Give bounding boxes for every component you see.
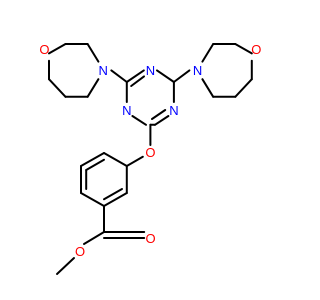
- benzene-bond: [80, 152, 105, 167]
- nitrogen-label-triazine-top: N: [146, 63, 155, 78]
- amine-bond: [110, 69, 128, 83]
- nitrogen-label-left-morpholine: N: [99, 63, 108, 78]
- morpholine-right-bond: [234, 43, 253, 55]
- benzene-bond: [103, 188, 123, 201]
- morpholine-left-bond: [48, 78, 67, 98]
- morpholine-right-bond: [201, 43, 215, 63]
- amine-bond: [172, 69, 191, 83]
- ester-bond: [83, 231, 105, 245]
- oxygen-label-ether: O: [145, 145, 155, 160]
- morpholine-left-bond: [86, 78, 100, 98]
- benzene-bond: [85, 158, 105, 171]
- triazine-bond: [154, 115, 170, 126]
- nitrogen-label-right-morpholine: N: [193, 63, 202, 78]
- oxygen-label-left-morpholine: O: [39, 42, 49, 57]
- bond-layer: [48, 43, 253, 275]
- morpholine-left-bond: [48, 43, 67, 55]
- morpholine-right-bond: [234, 78, 253, 98]
- oxygen-label-right-morpholine: O: [251, 42, 261, 57]
- triazine-bond: [131, 115, 147, 126]
- nitrogen-label-triazine-right: N: [169, 103, 178, 118]
- nitrogen-label-triazine-left: N: [122, 103, 131, 118]
- morpholine-right-bond: [201, 78, 215, 98]
- ester-bond: [56, 257, 75, 275]
- oxygen-label-ester: O: [75, 244, 85, 259]
- triazine-bond: [125, 69, 145, 83]
- benzene-bond: [103, 192, 128, 207]
- oxygen-label-carbonyl: O: [146, 231, 156, 246]
- benzene-bond: [103, 152, 128, 167]
- triazine-bond: [130, 75, 145, 87]
- ether-bond: [125, 155, 144, 167]
- benzene-bond: [80, 192, 105, 207]
- molecule-structure: O N O N N N N O O O: [39, 42, 261, 275]
- triazine-bond: [156, 69, 175, 83]
- morpholine-left-bond: [86, 43, 100, 63]
- triazine-bond: [151, 109, 167, 120]
